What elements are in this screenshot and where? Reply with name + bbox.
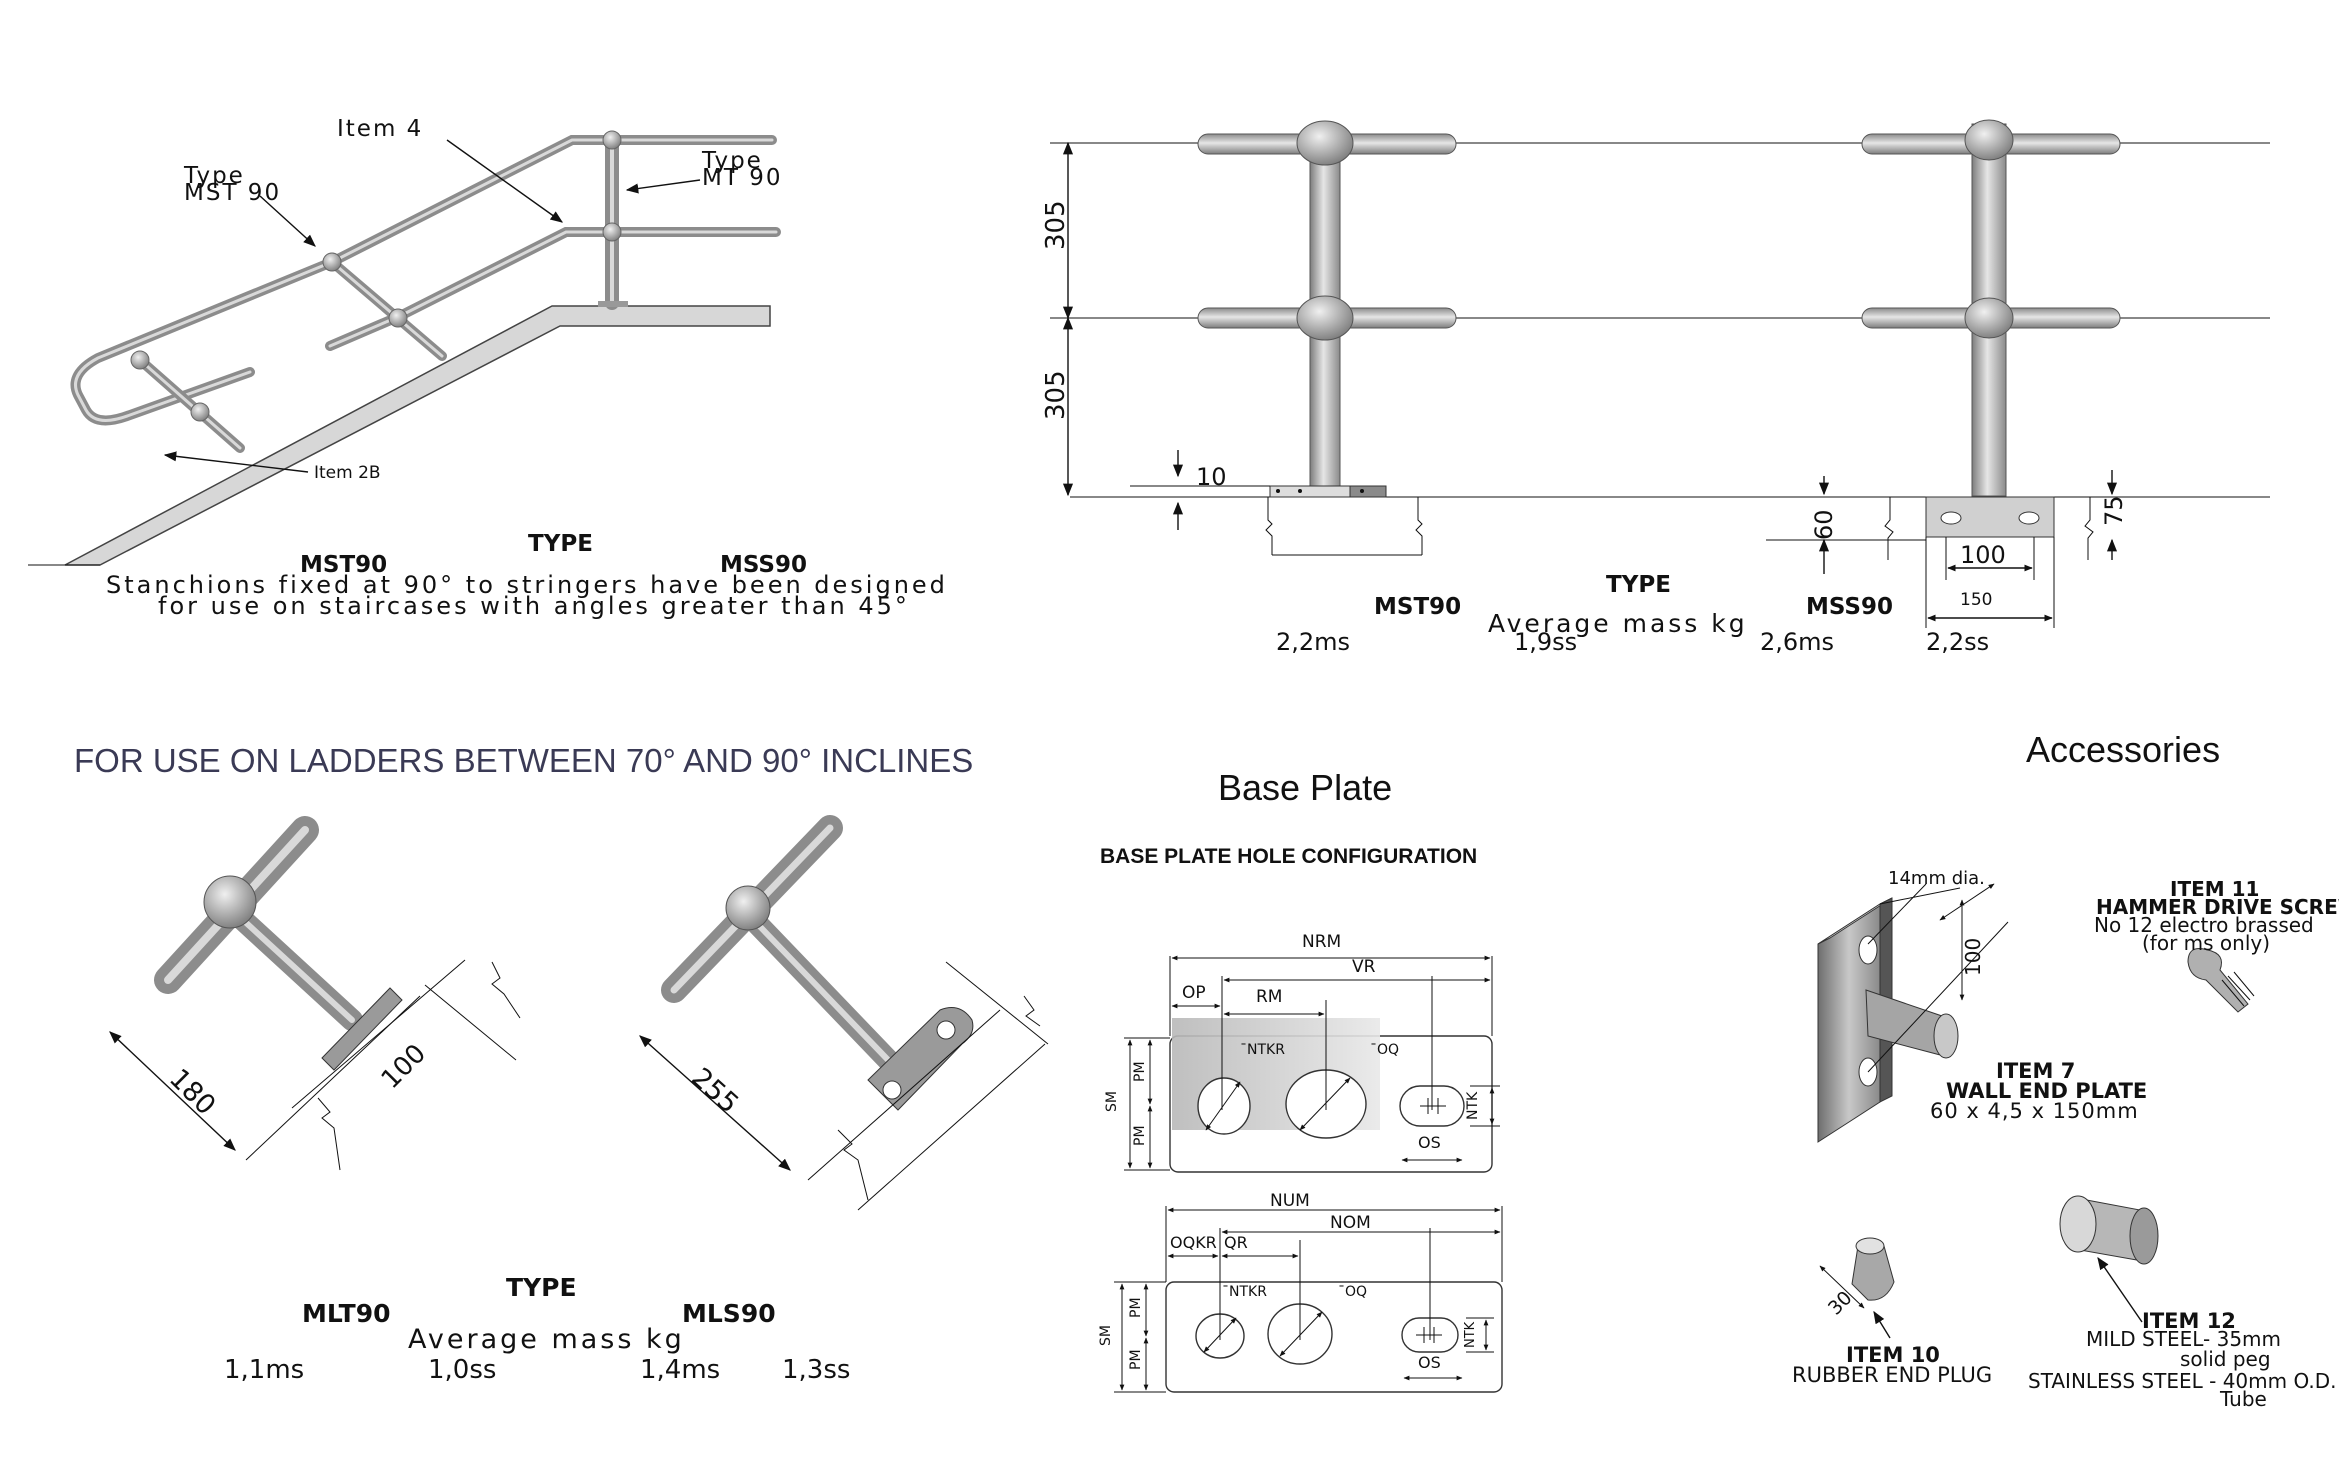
item11-desc2: (for ms only) xyxy=(2142,931,2270,955)
item11-title: ITEM 11 xyxy=(2170,877,2259,901)
type-mst90-elevation: MST90 xyxy=(1374,594,1461,620)
label-mst90-type: Type xyxy=(183,163,245,189)
item12-title: ITEM 12 xyxy=(2142,1309,2236,1333)
item10-title: ITEM 10 xyxy=(1846,1343,1940,1367)
bp-lower-hole-b: ¯OQ xyxy=(1338,1284,1367,1300)
type-heading-stair: TYPE xyxy=(528,531,593,557)
dim-100: 100 xyxy=(1960,541,2006,569)
bp-upper-overall: NRM xyxy=(1302,932,1341,952)
bp-upper-hole-b: ¯OQ xyxy=(1370,1042,1399,1058)
bp-upper-sm: SM xyxy=(1104,1091,1120,1112)
plug-dim-30: 30 xyxy=(1824,1287,1857,1320)
accessories-title: Accessories xyxy=(2026,729,2220,770)
item12-desc2: solid peg xyxy=(2180,1347,2271,1371)
mass-value-2: 1,9ss xyxy=(1514,628,1577,656)
bp-upper-ntk: NTK xyxy=(1465,1091,1481,1120)
type-mst90: MST90 xyxy=(300,552,387,578)
item10-name: RUBBER END PLUG xyxy=(1792,1363,1992,1387)
ladder-mass-1: 1,1ms xyxy=(224,1355,304,1385)
bp-upper-rm: RM xyxy=(1256,987,1282,1007)
ladder-mass-3: 1,4ms xyxy=(640,1355,720,1385)
type-mlt90: MLT90 xyxy=(302,1299,391,1328)
stair-stringer xyxy=(64,305,771,566)
base-plate-drawing: Base Plate BASE PLATE HOLE CONFIGURATION… xyxy=(1098,767,1503,1393)
dim-75: 75 xyxy=(2100,495,2128,526)
ladder-stanchion-drawing: FOR USE ON LADDERS BETWEEN 70° AND 90° I… xyxy=(74,742,1049,1385)
bp-lower-sm: SM xyxy=(1098,1325,1114,1346)
bp-upper-pm1: PM xyxy=(1132,1061,1148,1082)
bp-lower-os: OS xyxy=(1418,1353,1441,1372)
stanchion-elevation-drawing: 305 305 10 60 75 100 150 TYPE MST90 MSS9… xyxy=(1041,119,2270,656)
dim-180: 180 xyxy=(163,1063,221,1121)
stair-description-line2: for use on staircases with angles greate… xyxy=(158,592,910,620)
bp-upper-op: OP xyxy=(1182,983,1206,1003)
dim-10: 10 xyxy=(1196,463,1227,491)
bp-lower-qr: QR xyxy=(1224,1233,1248,1252)
wall-plate-dia: 14mm dia. xyxy=(1888,868,1985,889)
dim-100-ladder: 100 xyxy=(376,1039,432,1095)
item12-desc1: MILD STEEL- 35mm xyxy=(2086,1327,2281,1351)
base-plate-subtitle: BASE PLATE HOLE CONFIGURATION xyxy=(1100,845,1477,868)
type-mss90-elevation: MSS90 xyxy=(1806,594,1893,620)
label-item4: Item 4 xyxy=(337,116,423,142)
base-plate-title: Base Plate xyxy=(1218,767,1392,808)
mass-value-1: 2,2ms xyxy=(1276,628,1350,656)
label-mt90-type: Type xyxy=(701,148,763,174)
bp-lower-oqkr: OQKR xyxy=(1170,1233,1217,1252)
dim-60: 60 xyxy=(1810,509,1838,540)
type-mss90: MSS90 xyxy=(720,552,807,578)
type-mls90: MLS90 xyxy=(682,1299,776,1328)
bp-lower-nom: NOM xyxy=(1330,1213,1371,1233)
staircase-handrail-drawing: Item 4 Type MST 90 Type MT 90 Item 2B TY… xyxy=(28,116,948,620)
bp-lower-pm1: PM xyxy=(1128,1297,1144,1318)
item7-name: WALL END PLATE xyxy=(1946,1079,2147,1103)
dim-305-upper: 305 xyxy=(1041,200,1071,250)
dim-150: 150 xyxy=(1960,590,1992,610)
bp-upper-vr: VR xyxy=(1352,957,1376,977)
ladder-mass-4: 1,3ss xyxy=(782,1355,850,1385)
bp-lower-pm2: PM xyxy=(1128,1349,1144,1370)
bp-upper-pm2: PM xyxy=(1132,1125,1148,1146)
dim-255: 255 xyxy=(685,1062,744,1120)
label-mt90-code: MT 90 xyxy=(702,165,782,191)
item7-desc: 60 x 4,5 x 150mm xyxy=(1930,1099,2139,1123)
accessories-drawing: Accessories 14mm dia. 100 30 ITEM 11 HAM… xyxy=(1792,729,2339,1411)
dim-305-lower: 305 xyxy=(1041,370,1071,420)
item12-desc3: STAINLESS STEEL - 40mm O.D. xyxy=(2028,1369,2337,1393)
item7-title: ITEM 7 xyxy=(1996,1059,2075,1083)
bp-upper-hole-a: ¯NTKR xyxy=(1240,1042,1285,1058)
type-heading-ladder: TYPE xyxy=(506,1273,577,1302)
ladder-heading: FOR USE ON LADDERS BETWEEN 70° AND 90° I… xyxy=(74,742,973,779)
mass-value-3: 2,6ms xyxy=(1760,628,1834,656)
type-heading-elevation: TYPE xyxy=(1606,572,1671,598)
label-mst90-code: MST 90 xyxy=(184,180,281,206)
stair-description-line1: Stanchions fixed at 90° to stringers hav… xyxy=(106,571,948,599)
hammer-drive-screw xyxy=(2187,948,2249,1013)
bp-lower-ntk: NTK xyxy=(1463,1321,1478,1348)
bp-lower-hole-a: ¯NTKR xyxy=(1222,1284,1267,1300)
mass-label-elevation: Average mass kg xyxy=(1488,609,1748,638)
wall-plate-dim-100: 100 xyxy=(1961,938,1985,976)
label-item2b: Item 2B xyxy=(314,463,381,483)
bp-upper-os: OS xyxy=(1418,1133,1441,1152)
ladder-mass-2: 1,0ss xyxy=(428,1355,496,1385)
item12-desc4: Tube xyxy=(2219,1387,2267,1411)
mass-value-4: 2,2ss xyxy=(1926,628,1989,656)
mass-label-ladder: Average mass kg xyxy=(408,1324,685,1355)
item11-desc1: No 12 electro brassed xyxy=(2094,913,2314,937)
bp-lower-overall: NUM xyxy=(1270,1191,1310,1211)
item11-name: HAMMER DRIVE SCREW xyxy=(2096,895,2339,919)
